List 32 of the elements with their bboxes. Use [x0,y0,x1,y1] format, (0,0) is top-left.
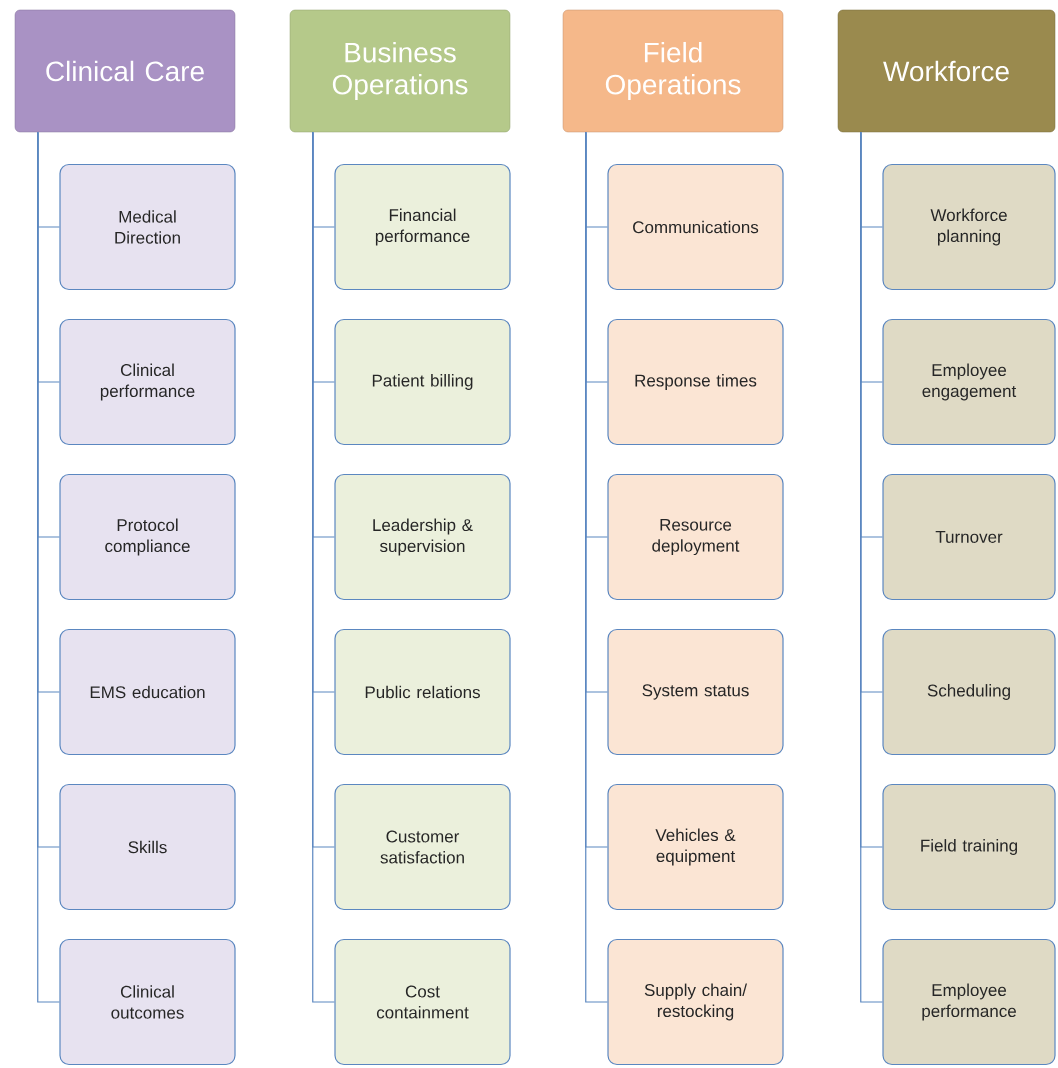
item-box: Field training [882,783,1056,911]
item-box: System status [607,628,784,756]
item-box: EMS education [59,628,236,756]
item-box: Clinical performance [59,318,236,446]
item-box: Financial performance [334,163,511,291]
item-box: Protocol compliance [59,473,236,601]
item-box: Supply chain/ restocking [607,938,784,1066]
item-box: Customer satisfaction [334,783,511,911]
category-box: Business Operations [289,9,511,133]
item-box: Medical Direction [59,163,236,291]
item-box: Turnover [882,473,1056,601]
item-box: Cost containment [334,938,511,1066]
item-box: Resource deployment [607,473,784,601]
connector-line [860,131,883,1003]
category-box: Workforce [837,9,1056,133]
item-box: Vehicles & equipment [607,783,784,911]
item-box: Clinical outcomes [59,938,236,1066]
item-box: Skills [59,783,236,911]
item-box: Scheduling [882,628,1056,756]
item-box: Response times [607,318,784,446]
connector-line [312,131,335,1003]
item-box: Employee performance [882,938,1056,1066]
item-box: Patient billing [334,318,511,446]
item-box: Leadership & supervision [334,473,511,601]
connector-line [37,131,60,1003]
connector-line [585,131,608,1003]
item-box: Employee engagement [882,318,1056,446]
category-box: Clinical Care [14,9,236,133]
category-box: Field Operations [562,9,784,133]
item-box: Public relations [334,628,511,756]
item-box: Workforce planning [882,163,1056,291]
item-box: Communications [607,163,784,291]
